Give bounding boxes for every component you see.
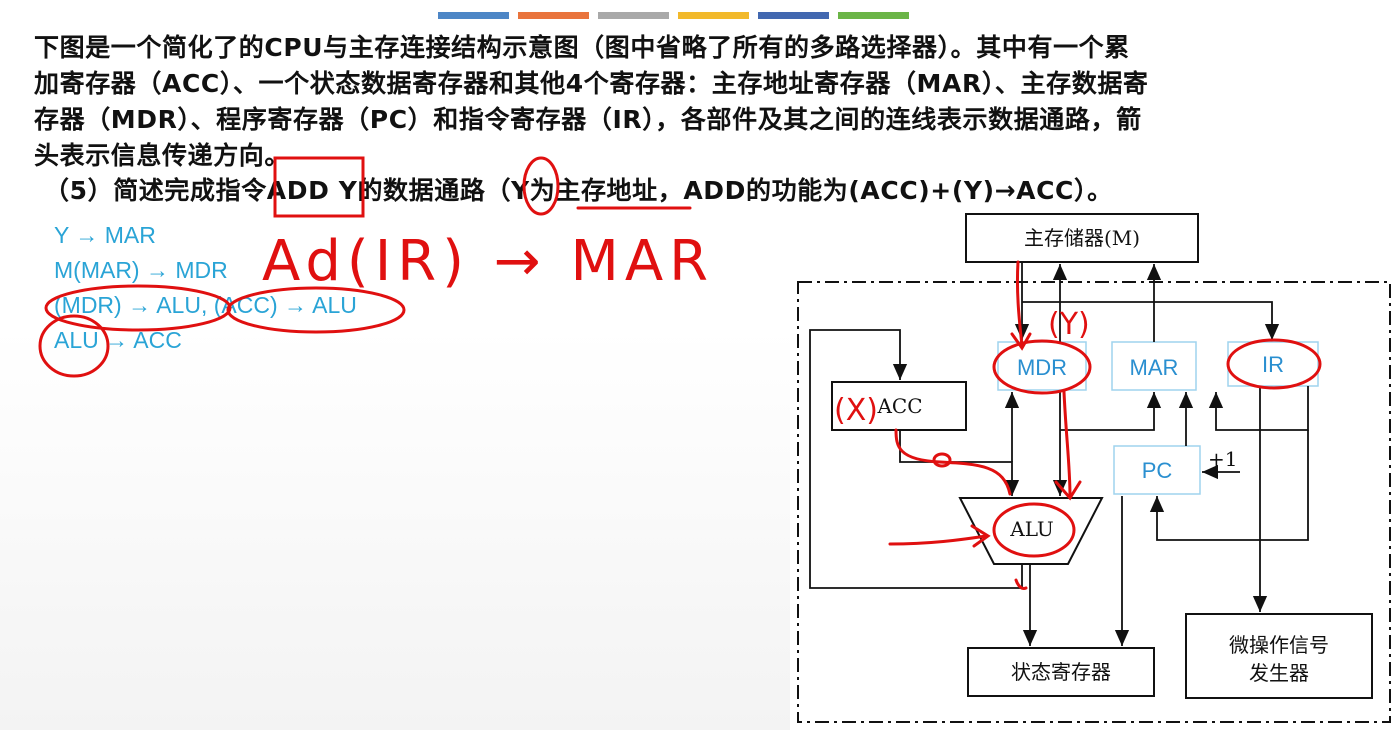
ir-box xyxy=(1227,341,1319,387)
question-text: 下图是一个简化了的CPU与主存连接结构示意图（图中省略了所有的多路选择器）。其中… xyxy=(34,30,1294,174)
answer-step-4: ALU → ACC xyxy=(54,327,182,353)
ir-label: IR xyxy=(1262,352,1284,377)
question-line-2: 加寄存器（ACC）、一个状态数据寄存器和其他4个寄存器：主存地址寄存器（MAR）… xyxy=(34,69,1149,98)
question-line-1: 下图是一个简化了的CPU与主存连接结构示意图（图中省略了所有的多路选择器）。其中… xyxy=(34,33,1130,62)
y-note-annotation: (Y) xyxy=(1048,307,1090,342)
diagram-svg: 主存储器(M) MDR MAR IR ACC PC +1 ALU 状态寄存器 微… xyxy=(797,213,1391,723)
answer-step-1: Y → MAR xyxy=(54,222,156,248)
header-bar-2 xyxy=(518,12,589,19)
diagram-annotations xyxy=(888,260,1322,590)
x-note-annotation: (X) xyxy=(834,393,878,428)
alu-label: ALU xyxy=(1009,517,1054,541)
answer-step-3: (MDR) → ALU, (ACC) → ALU xyxy=(54,292,357,318)
header-bar-3 xyxy=(598,12,669,19)
answer-steps: Y → MAR M(MAR) → MDR (MDR) → ALU, (ACC) … xyxy=(54,218,357,358)
micro-op-label-2: 发生器 xyxy=(1249,661,1309,685)
pc-box xyxy=(1113,445,1201,495)
cpu-memory-diagram: 主存储器(M) MDR MAR IR ACC PC +1 ALU 状态寄存器 微… xyxy=(790,206,1394,730)
micro-op-label-1: 微操作信号 xyxy=(1229,633,1329,657)
question-part-5: （5）简述完成指令ADD Y的数据通路（Y为主存地址，ADD的功能为(ACC)+… xyxy=(44,176,1113,205)
mdr-box xyxy=(997,341,1087,391)
memory-box xyxy=(965,213,1199,263)
header-bar-4 xyxy=(678,12,749,19)
header-color-bars xyxy=(438,12,909,19)
header-bar-5 xyxy=(758,12,829,19)
header-bar-1 xyxy=(438,12,509,19)
pc-label: PC xyxy=(1142,458,1173,483)
question-line-4: 头表示信息传递方向。 xyxy=(34,141,291,170)
question-line-3: 存器（MDR）、程序寄存器（PC）和指令寄存器（IR），各部件及其之间的连线表示… xyxy=(34,105,1142,134)
micro-op-box xyxy=(1185,613,1373,699)
cpu-boundary xyxy=(797,281,1391,723)
memory-label: 主存储器(M) xyxy=(1024,226,1140,250)
answer-step-2: M(MAR) → MDR xyxy=(54,257,228,283)
plus-one-label: +1 xyxy=(1208,447,1237,471)
mar-label: MAR xyxy=(1130,355,1179,380)
acc-box xyxy=(831,381,967,431)
acc-label: ACC xyxy=(876,394,922,418)
status-register-box xyxy=(967,647,1155,697)
mdr-label: MDR xyxy=(1017,355,1067,380)
header-bar-6 xyxy=(838,12,909,19)
status-register-label: 状态寄存器 xyxy=(1011,660,1111,684)
data-paths xyxy=(809,262,1309,646)
